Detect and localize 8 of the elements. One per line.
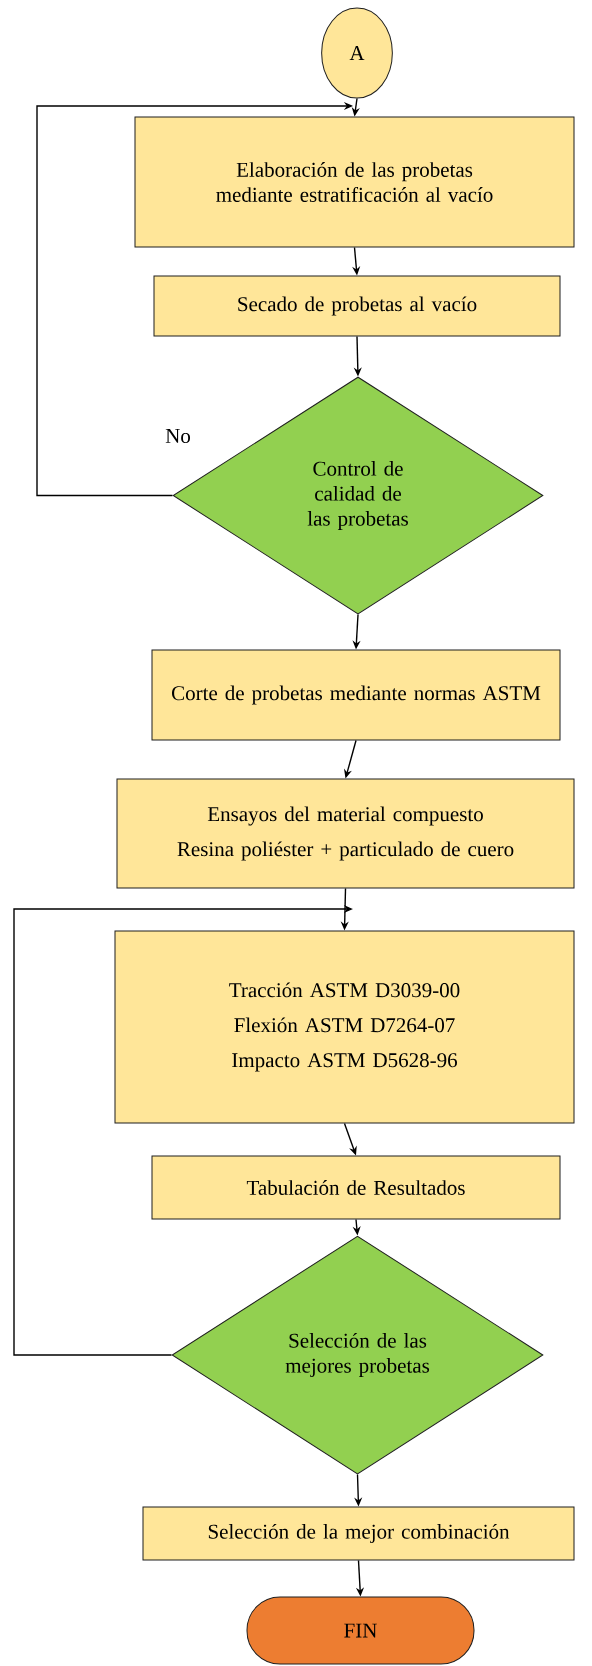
process-box: Secado de probetas al vacío (153, 275, 561, 337)
process-box: Tracción ASTM D3039-00 Flexión ASTM D7264-07 Impacto ASTM D5628-96 (114, 930, 575, 1124)
process-box: Corte de probetas mediante normas ASTM (151, 649, 561, 741)
process-box: Tabulación de Resultados (151, 1155, 561, 1220)
process-box: Elaboración de las probetas mediante estratificación al vacío (134, 116, 575, 248)
terminal-stadium: FIN (246, 1596, 475, 1665)
process-box: Ensayos del material compuesto Resina poliéster + particulado de cuero (116, 778, 575, 889)
process-box: Selección de la mejor combinación (142, 1506, 575, 1561)
